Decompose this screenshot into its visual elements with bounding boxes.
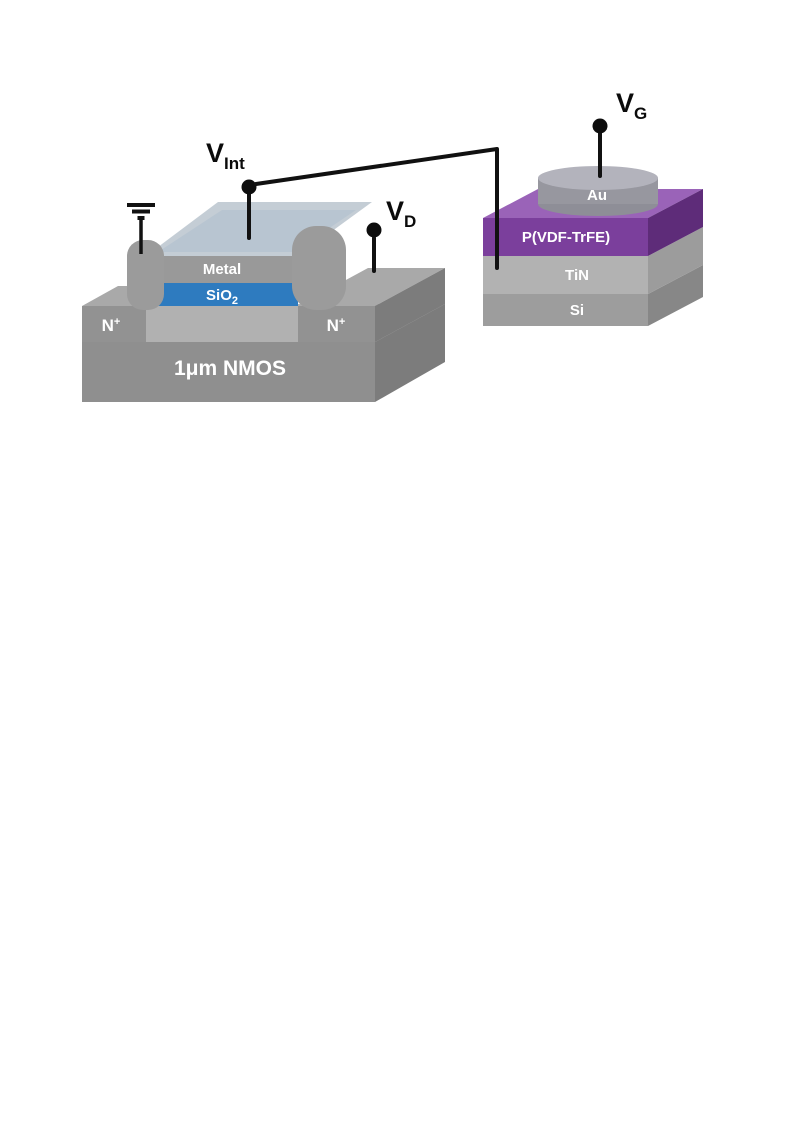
- source-region-front-face: [82, 306, 146, 342]
- drain-region-front-face: [298, 306, 375, 342]
- ground-symbol: [127, 203, 155, 254]
- nmos-substrate-label: 1μm NMOS: [174, 357, 286, 380]
- drain-region-right-face: [375, 268, 445, 342]
- oxide-label: SiO2: [206, 287, 238, 307]
- nmos-substrate-right-face: [375, 304, 445, 402]
- interconnect-wire: [254, 147, 499, 270]
- wiring: VInt VD VG: [127, 88, 647, 273]
- si-substrate-label: Si: [570, 302, 584, 319]
- ferroelectric-right-face: [648, 189, 703, 256]
- metal-gate-label: Metal: [203, 261, 241, 278]
- vint-terminal-dot: [241, 179, 257, 195]
- oxide-layer: [146, 283, 298, 306]
- vg-terminal-dot: [592, 118, 608, 134]
- au-electrode-top-face: [538, 166, 658, 190]
- au-electrode-label: Au: [587, 187, 607, 204]
- tin-electrode-label: TiN: [565, 267, 589, 284]
- source-region-label: N+: [102, 316, 121, 335]
- si-substrate-right-face: [648, 265, 703, 326]
- drain-region-label: N+: [327, 316, 346, 335]
- left-spacer: [127, 240, 164, 310]
- vd-terminal-dot: [366, 222, 382, 238]
- ferroelectric-front-face: [483, 218, 648, 256]
- nmos-device: 1μm NMOS N+ N+ Metal SiO2: [82, 202, 445, 402]
- ferroelectric-label: P(VDF-TrFE): [522, 229, 610, 246]
- ferroelectric-capacitor: Si TiN P(VDF-TrFE) Au: [483, 166, 703, 326]
- nmos-substrate-front-face: [82, 342, 375, 402]
- tin-electrode-right-face: [648, 227, 703, 294]
- vg-label: VG: [616, 88, 647, 123]
- si-substrate-front-face: [483, 294, 648, 326]
- right-spacer: [292, 226, 346, 310]
- tin-electrode-front-face: [483, 256, 648, 294]
- metal-gate-layer: [146, 256, 298, 283]
- vint-label: VInt: [206, 138, 245, 173]
- vd-label: VD: [386, 196, 416, 231]
